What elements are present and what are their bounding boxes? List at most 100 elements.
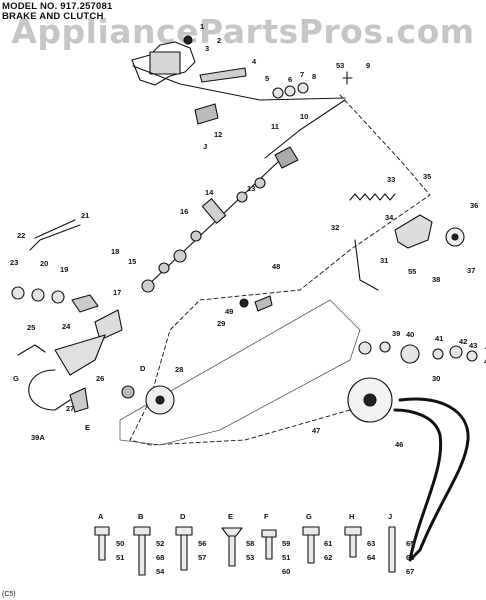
hardware-part-68: 68 <box>156 553 165 562</box>
callout-47: 47 <box>312 426 321 435</box>
callout-10: 10 <box>300 112 309 121</box>
hardware-letter-H: H <box>349 512 355 521</box>
clutch-bracket <box>131 41 196 86</box>
bracket-27 <box>69 387 89 413</box>
callout-18: 18 <box>111 247 120 256</box>
callout-29: 29 <box>217 319 226 328</box>
hardware-part-53: 53 <box>246 553 255 562</box>
pivot-19 <box>71 294 99 313</box>
model-number: MODEL NO. 917.257081 <box>2 1 113 12</box>
callout-3: 3 <box>205 44 210 53</box>
brake-band <box>28 369 71 411</box>
hardware-part-56: 56 <box>198 539 207 548</box>
hardware-letter-B: B <box>138 512 144 521</box>
clip-39A <box>17 344 46 356</box>
callout-9: 9 <box>366 61 371 70</box>
hardware-letter-F: F <box>264 512 269 521</box>
callout-45: 45 <box>484 358 486 366</box>
callout-36: 36 <box>470 201 479 210</box>
callout-20: 20 <box>40 259 49 268</box>
hardware-row <box>94 526 396 576</box>
callout-49: 49 <box>225 307 234 316</box>
hardware-part-59: 59 <box>282 539 291 548</box>
hardware-letter-A: A <box>98 512 104 521</box>
spring-rod <box>264 99 346 159</box>
pin-53-top <box>342 71 353 85</box>
link-22 <box>34 219 76 239</box>
hardware-part-63: 63 <box>367 539 376 548</box>
spacer-10 <box>274 146 299 169</box>
callout-21: 21 <box>81 211 90 220</box>
left-washers <box>11 286 65 304</box>
callout-43: 43 <box>469 341 478 350</box>
callout-19: 19 <box>60 265 69 274</box>
callout-5: 5 <box>265 74 270 83</box>
callout-40: 40 <box>406 330 415 339</box>
hardware-part-50: 50 <box>116 539 125 548</box>
callout-17: 17 <box>113 288 122 297</box>
hardware-part-64: 64 <box>367 553 376 562</box>
callout-G: G <box>13 374 19 383</box>
bracket-17 <box>94 309 123 341</box>
callout-39: 39 <box>392 329 401 338</box>
hardware-letter-G: G <box>306 512 312 521</box>
hardware-part-60: 60 <box>282 567 291 576</box>
callout-42: 42 <box>459 337 468 346</box>
callout-13: 13 <box>247 184 256 193</box>
callout-31: 31 <box>380 256 389 265</box>
hardware-part-57: 57 <box>198 553 207 562</box>
pin-30 <box>254 295 273 312</box>
callout-37: 37 <box>467 266 476 275</box>
callout-34: 34 <box>385 213 394 222</box>
hardware-letter-J: J <box>388 512 393 521</box>
hardware-part-62: 62 <box>324 553 333 562</box>
hardware-letter-D: D <box>180 512 186 521</box>
belt-48 <box>393 397 470 562</box>
callout-35: 35 <box>423 172 432 181</box>
bracket-bolt <box>183 35 193 45</box>
block-12 <box>194 103 219 125</box>
callout-26: 26 <box>96 374 105 383</box>
section-title: BRAKE AND CLUTCH <box>2 11 104 22</box>
bracket-block <box>149 51 181 75</box>
hardware-part-52: 52 <box>156 539 165 548</box>
callout-E: E <box>85 423 91 432</box>
hardware-part-67: 67 <box>406 567 415 576</box>
hardware-part-51: 51 <box>282 553 291 562</box>
hardware-part-51: 51 <box>116 553 125 562</box>
callout-28: 28 <box>175 365 184 374</box>
frame-outline <box>129 94 431 446</box>
washer-group-top <box>272 82 309 99</box>
callout-48: 48 <box>272 262 281 271</box>
callout-J: J <box>203 142 208 151</box>
callout-D: D <box>140 364 146 373</box>
hardware-part-61: 61 <box>324 539 333 548</box>
callout-41: 41 <box>435 334 444 343</box>
callout-53: 53 <box>336 61 345 70</box>
callout-14: 14 <box>205 188 214 197</box>
hardware-letter-E: E <box>228 512 234 521</box>
callout-24: 24 <box>62 322 71 331</box>
callout-2: 2 <box>217 36 222 45</box>
callout-6: 6 <box>288 75 293 84</box>
callout-25: 25 <box>27 323 36 332</box>
brake-arm-25 <box>54 334 106 376</box>
hardware-part-58: 58 <box>246 539 255 548</box>
callout-4: 4 <box>252 57 257 66</box>
brake-bracket <box>394 214 433 249</box>
callout-39A: 39A <box>31 433 45 442</box>
brake-lever <box>354 239 379 291</box>
callout-30: 30 <box>432 374 441 383</box>
callout-16: 16 <box>180 207 189 216</box>
frame-body <box>119 299 361 446</box>
lever-23 <box>29 224 81 251</box>
callout-12: 12 <box>214 130 223 139</box>
callout-11: 11 <box>271 122 279 131</box>
hardware-part-66: 66 <box>406 553 415 562</box>
callout-22: 22 <box>17 231 26 240</box>
callout-33: 33 <box>387 175 396 184</box>
shaft-collars <box>141 177 266 293</box>
callout-46: 46 <box>395 440 404 449</box>
callout-32: 32 <box>331 223 340 232</box>
